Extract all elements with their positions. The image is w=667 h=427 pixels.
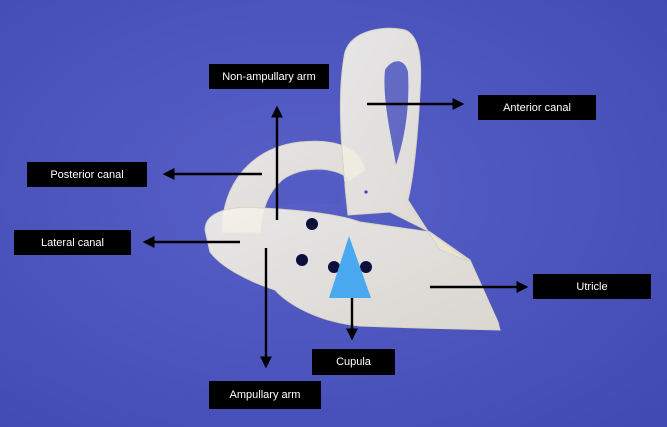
marker-point [364,190,368,194]
dot [360,261,372,273]
label-non-ampullary-arm: Non-ampullary arm [209,64,329,89]
dot [328,261,340,273]
dot [306,218,318,230]
label-ampullary-arm: Ampullary arm [209,381,321,409]
anterior-canal-shape [339,27,471,263]
cupula-triangle [329,236,371,298]
dot [296,254,308,266]
label-posterior-canal: Posterior canal [27,162,147,187]
label-utricle: Utricle [533,274,651,299]
anterior-canal-lumen [384,61,409,165]
label-cupula: Cupula [312,349,395,375]
label-anterior-canal: Anterior canal [478,95,596,120]
label-lateral-canal: Lateral canal [14,230,131,255]
posterior-canal-lumen [275,173,345,206]
